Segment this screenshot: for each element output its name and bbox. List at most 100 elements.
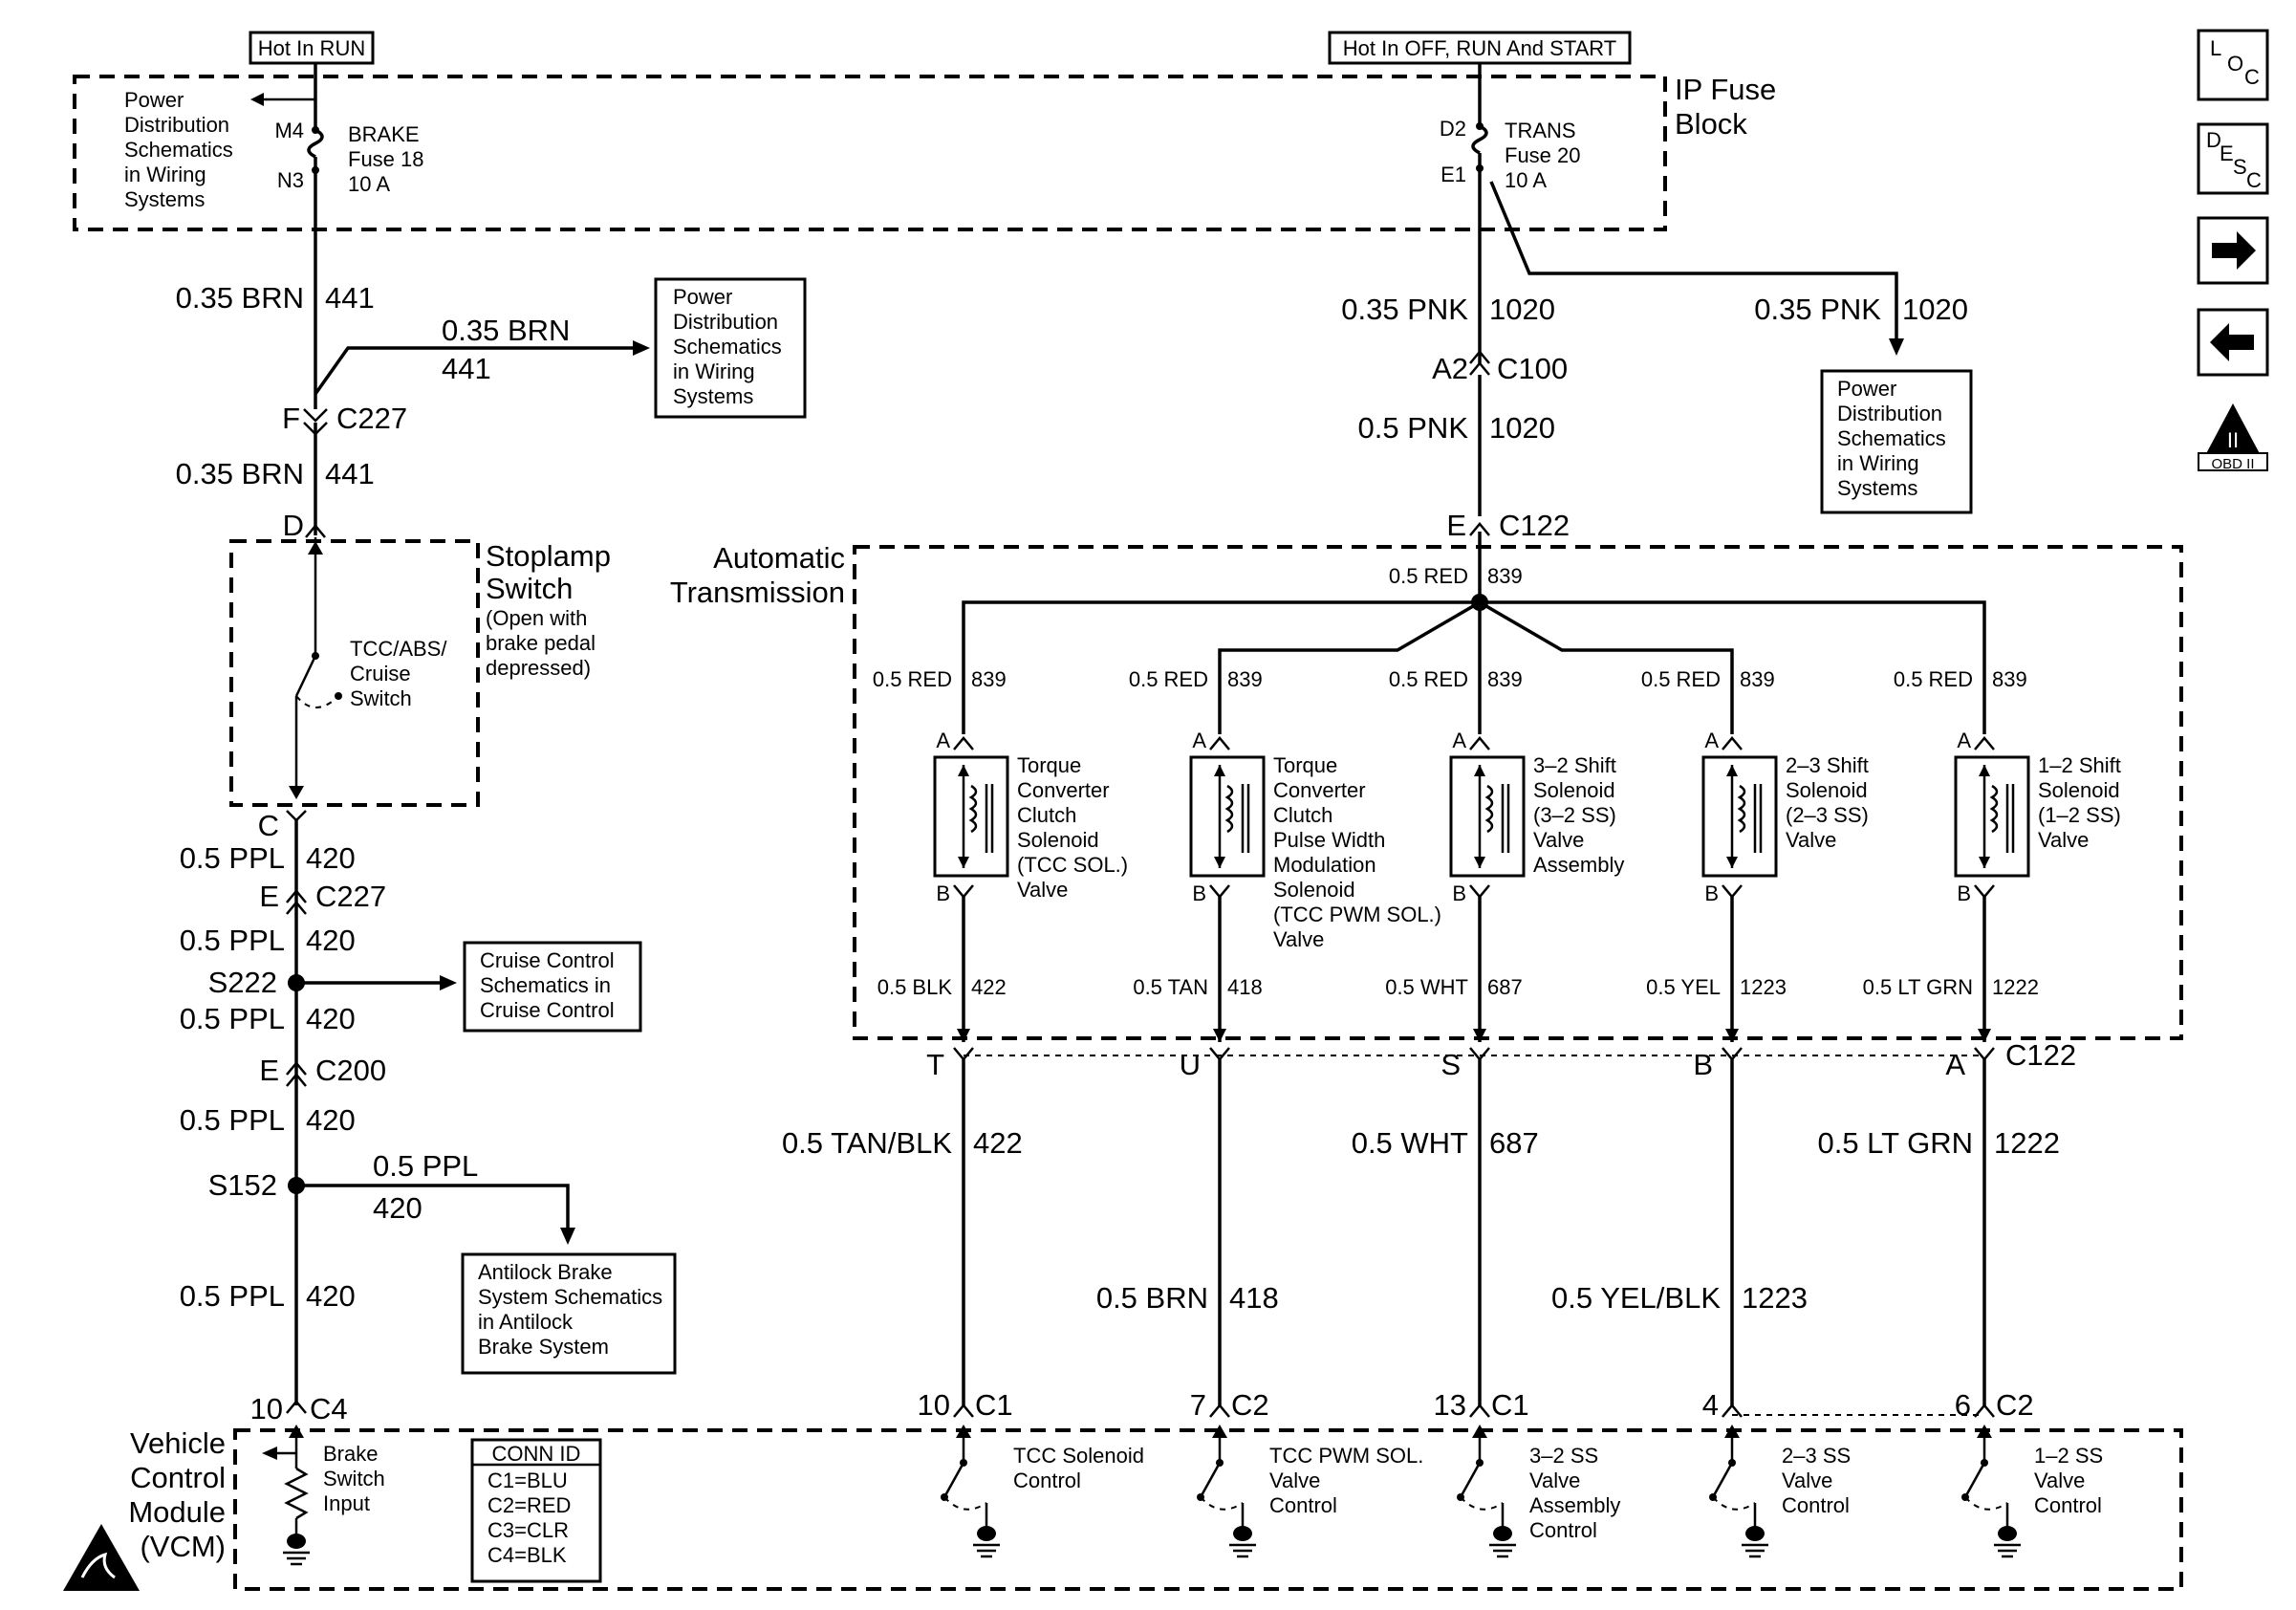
solenoid-name: Valve: [1273, 927, 1324, 951]
wire-420-e-gauge: 0.5 PPL: [180, 1279, 285, 1313]
vcm-title: Control: [130, 1461, 226, 1494]
solenoid-name: (TCC SOL.): [1017, 853, 1128, 877]
c100-name: C100: [1497, 352, 1568, 385]
stoplamp-title-1: Stoplamp: [486, 539, 611, 573]
solenoid-pin-a: A: [1452, 729, 1466, 752]
pd-box-line: Power: [673, 285, 732, 309]
c122-pin: U: [1180, 1048, 1201, 1081]
vcm-conn: C2: [1996, 1388, 2034, 1422]
brake-fuse-number: Fuse 18: [348, 147, 424, 171]
pd-box-right-line: Schematics: [1837, 426, 1946, 450]
conn-id-row: C1=BLU: [487, 1469, 568, 1492]
hot-in-run-label: Hot In RUN: [249, 31, 375, 65]
trans-fuse: D2 E1 TRANS Fuse 20 10 A: [1440, 63, 1581, 192]
obd-roman: II: [2227, 428, 2239, 452]
vcm-driver-label: Control: [1013, 1469, 1081, 1492]
solenoid-name: Valve: [2038, 828, 2089, 852]
solenoid-pin-b: B: [1192, 881, 1206, 905]
desc-icon[interactable]: D E S C: [2197, 122, 2269, 195]
brake-circuit: 0.35 BRN 441 0.35 BRN 441 Power Distribu…: [176, 170, 807, 1425]
c122-name: C122: [1499, 509, 1570, 542]
stoplamp-note: depressed): [486, 656, 591, 680]
desc-icon-letter: E: [2220, 141, 2234, 165]
vcm-pin: 4: [1702, 1388, 1719, 1422]
solenoid-out-gauge: 0.5 TAN: [1133, 975, 1208, 999]
wire-420-circuit: 420: [306, 841, 356, 875]
loc-icon-letter: L: [2210, 36, 2221, 60]
solenoid-body: [1449, 755, 1526, 878]
ground-icon: [977, 1526, 996, 1541]
bus-gauge: 0.5 RED: [1389, 564, 1468, 588]
pd-box-right-line: Power: [1837, 377, 1896, 401]
c200-name: C200: [315, 1054, 386, 1087]
cruise-box-line: Schematics in: [480, 973, 611, 997]
harness-circuit: 687: [1489, 1126, 1539, 1160]
abs-branch-circuit: 420: [373, 1191, 422, 1225]
c122-pin: B: [1693, 1048, 1713, 1081]
solenoid-body: [933, 755, 1009, 878]
wire-420-b-gauge: 0.5 PPL: [180, 924, 285, 957]
ip-fuse-block-title-2: Block: [1675, 107, 1747, 141]
wire-420-d-gauge: 0.5 PPL: [180, 1103, 285, 1137]
solenoid-body: [1701, 755, 1778, 878]
wire-441-b-gauge: 0.35 BRN: [176, 457, 304, 490]
previous-arrow-icon[interactable]: [2197, 308, 2269, 377]
vcm-conn: C2: [1231, 1388, 1269, 1422]
vcm-title: Module: [128, 1495, 226, 1529]
hot-in-off-run-start-text: Hot In OFF, RUN And START: [1343, 36, 1616, 60]
loc-icon[interactable]: L O C: [2197, 29, 2269, 101]
vcm-c4-pin: 10: [250, 1392, 283, 1425]
brake-fuse-name: BRAKE: [348, 122, 420, 146]
solenoid-name: 2–3 Shift: [1786, 753, 1869, 777]
ground-icon: [1998, 1526, 2017, 1541]
wire-420-b-circuit: 420: [306, 924, 356, 957]
ip-fuse-block: IP Fuse Block: [73, 73, 1776, 231]
wire-1020-branch-gauge: 0.35 PNK: [1754, 293, 1881, 326]
vcm-driver-label: Assembly: [1529, 1493, 1620, 1517]
coil-icon: [1989, 784, 1999, 834]
vcm-pin: 6: [1955, 1388, 1971, 1422]
pd-ref-line: in Wiring: [124, 163, 206, 186]
pd-ref-inside-fuse-block: Power Distribution Schematics in Wiring …: [124, 88, 233, 211]
c122-bottom-name: C122: [2005, 1038, 2076, 1072]
solenoid-name: Solenoid: [1273, 878, 1355, 902]
solenoid-in-circuit: 839: [1992, 667, 2027, 691]
solenoid-name: Valve: [1017, 878, 1068, 902]
trans-supply-circuit: 0.35 PNK 1020 0.35 PNK 1020 Power Distri…: [1341, 168, 1973, 542]
coil-icon: [968, 784, 978, 834]
vcm-title: Vehicle: [130, 1426, 226, 1460]
conn-id-row: C2=RED: [487, 1493, 571, 1517]
vcm-title: (VCM): [140, 1530, 226, 1563]
abs-box-line: Brake System: [478, 1335, 609, 1359]
solenoid-name: (3–2 SS): [1533, 803, 1616, 827]
solenoid-body: [1189, 755, 1266, 878]
solenoid-name: Solenoid: [1786, 778, 1868, 802]
brake-fuse-pin-in: M4: [274, 119, 304, 142]
solenoid-name: Converter: [1273, 778, 1366, 802]
switch-name: Cruise: [350, 662, 411, 685]
vcm-driver-label: 2–3 SS: [1782, 1444, 1851, 1468]
brake-fuse-pin-out: N3: [277, 168, 304, 192]
c227b-name: C227: [315, 880, 386, 913]
solenoid-name: Valve: [1533, 828, 1584, 852]
solenoid-out-gauge: 0.5 BLK: [877, 975, 953, 999]
solenoid-out-circuit: 418: [1227, 975, 1263, 999]
next-arrow-icon[interactable]: [2197, 216, 2269, 285]
at-title-2: Transmission: [670, 576, 845, 609]
ground-icon: [1233, 1526, 1252, 1541]
vcm-driver-label: Control: [2034, 1493, 2102, 1517]
solenoid-pin-a: A: [936, 729, 950, 752]
brake-input-label: Input: [323, 1491, 370, 1515]
solenoid-in-gauge: 0.5 RED: [1894, 667, 1973, 691]
vcm-conn: C1: [975, 1388, 1013, 1422]
esd-warning-icon: [63, 1524, 140, 1591]
harness-circuit: 1223: [1742, 1281, 1808, 1315]
wire-441-b-circuit: 441: [325, 457, 375, 490]
vehicle-control-module: Vehicle Control Module (VCM) Brake Switc…: [63, 1425, 2183, 1591]
c122-pin-e: E: [1446, 509, 1466, 542]
obd-ii-icon[interactable]: II OBD II: [2198, 403, 2268, 472]
solenoid-pin-b: B: [1452, 881, 1466, 905]
